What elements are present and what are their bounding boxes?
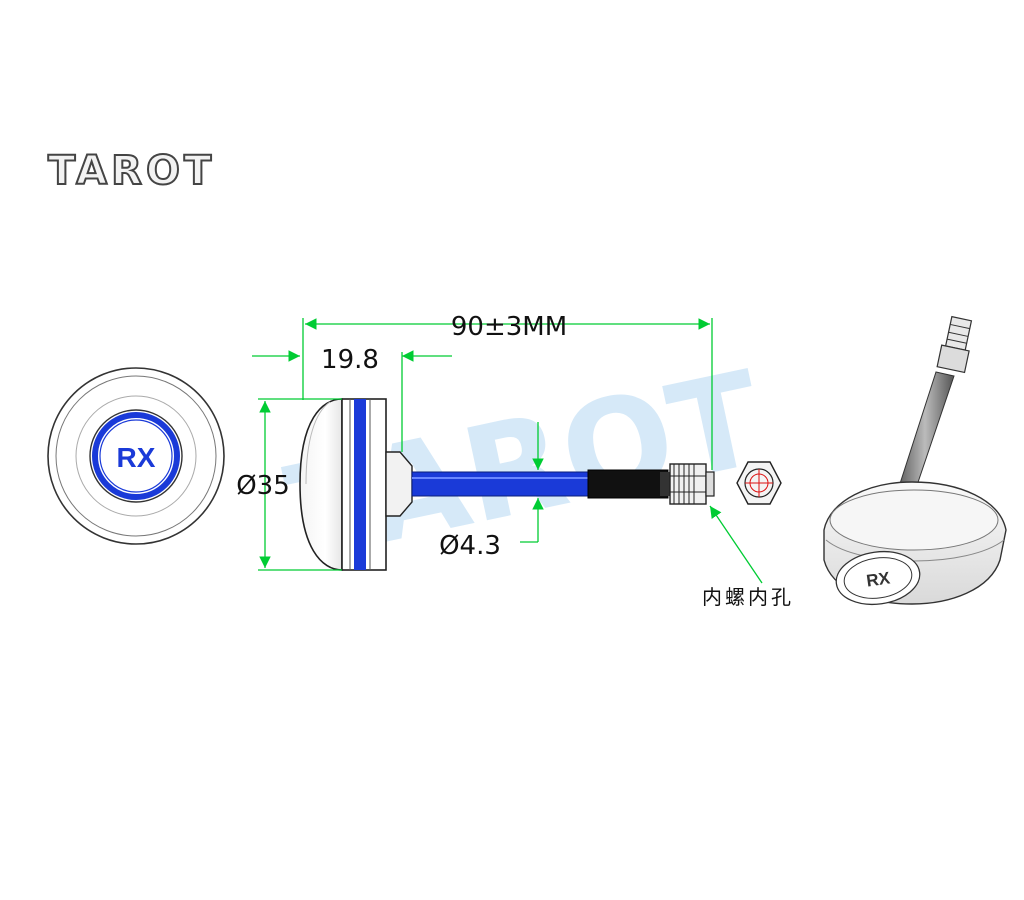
cap-depth-label: 19.8 [321, 345, 379, 375]
perspective-view: RX [823, 315, 1007, 606]
overall-length-label: 90±3MM [451, 312, 567, 342]
front-view: RX [47, 367, 225, 545]
rx-label: RX [117, 442, 156, 473]
coax-cable [411, 471, 591, 497]
cable-diameter-label: Ø4.3 [439, 531, 501, 561]
connector-note: 内螺内孔 [702, 585, 794, 609]
sma-connector [669, 463, 715, 505]
dimension-lines [252, 318, 763, 584]
connector-end-view [736, 461, 782, 505]
cap-diameter-label: Ø35 [236, 471, 290, 501]
side-view [299, 398, 782, 571]
perspective-rx-label: RX [865, 568, 892, 590]
brand-logo: TAROT [48, 148, 215, 194]
